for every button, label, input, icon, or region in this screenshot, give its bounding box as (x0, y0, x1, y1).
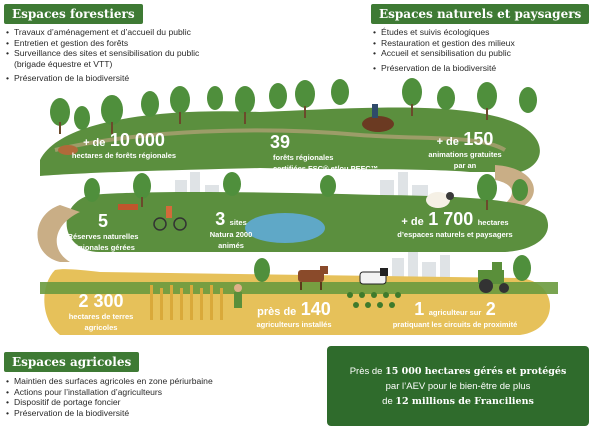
stat-caption: sites (229, 218, 247, 227)
stat-animations: + de 150 animations gratuites par an (420, 130, 510, 170)
stat-caption: d’espaces naturels et paysagers (397, 230, 513, 239)
stat-value: 2 300 (78, 291, 124, 311)
top-road-band (40, 107, 540, 176)
summary-box: Près de 15 000 hectares gérés et protégé… (327, 346, 589, 426)
agricoles-list: Maintien des surfaces agricoles en zone … (6, 376, 306, 418)
bench-icon (118, 204, 138, 210)
stat-value: 10 000 (109, 130, 165, 150)
tractor-icon (478, 262, 509, 293)
list-item: Accueil et sensibilisation du public (373, 48, 593, 59)
list-item: Maintien des surfaces agricoles en zone … (6, 376, 306, 387)
stat-caption: par an (453, 161, 477, 170)
stat-caption: régionales gérées (71, 243, 135, 252)
list-item: Préservation de la biodiversité (6, 408, 306, 419)
stat-value: 1 (414, 299, 425, 319)
naturels-title: Espaces naturels et paysagers (371, 4, 590, 24)
pond-icon (245, 213, 325, 243)
stat-value: 5 (97, 211, 108, 231)
stat-value: 39 (270, 132, 291, 152)
stat-caption: hectares (477, 218, 509, 227)
stat-caption: agriculteur sur (428, 308, 482, 317)
horse-rider-icon (362, 104, 394, 132)
list-item: Surveillance des sites et sensibilisatio… (6, 48, 226, 69)
stat-caption: agriculteurs installés (256, 320, 332, 329)
stat-reserves: 5 Réserves naturelles régionales gérées (58, 212, 148, 252)
sheep-icon (426, 192, 454, 208)
list-item: Actions pour l’installation d’agriculteu… (6, 387, 306, 398)
stat-prefix: + de (401, 216, 424, 228)
tree-icon (50, 78, 537, 282)
summary-highlight: 15 000 hectares gérés et protégés (385, 366, 567, 377)
stat-certif: 39 forêts régionales certifiées FSC® et/… (270, 133, 400, 173)
stat-value: 150 (463, 129, 494, 149)
summary-text: Près de (349, 366, 386, 377)
stat-caption: animés (218, 241, 244, 250)
stat-caption: animations gratuites (428, 150, 502, 159)
forestiers-title: Espaces forestiers (4, 4, 143, 24)
naturels-list: Études et suivis écologiques Restauratio… (373, 27, 593, 73)
stat-value: 3 (215, 209, 226, 229)
stat-caption: Natura 2000 (209, 230, 253, 239)
stat-prefix: + de (83, 137, 106, 149)
agricoles-title: Espaces agricoles (4, 352, 140, 372)
summary-text: par l’AEV pour le bien-être de plus (385, 381, 531, 392)
cow-icon (298, 266, 388, 290)
stat-agriculteurs: près de 140 agriculteurs installés (254, 300, 334, 329)
cyclist-icon (153, 206, 187, 231)
stat-caption: hectares de forêts régionales (71, 151, 177, 160)
list-item: Travaux d’aménagement et d’accueil du pu… (6, 27, 226, 38)
deer-icon (58, 145, 78, 155)
list-item: Entretien et gestion des forêts (6, 38, 226, 49)
stat-caption: forêts régionales (273, 153, 334, 162)
stat-caption: agricoles (84, 323, 118, 332)
list-item: Préservation de la biodiversité (373, 63, 593, 74)
stat-prefix: + de (436, 136, 459, 148)
summary-text: de (382, 396, 396, 407)
stat-naturels: + de 1 700 hectares d’espaces naturels e… (385, 210, 525, 239)
stat-caption: hectares de terres (68, 312, 134, 321)
farmer-icon (234, 284, 242, 308)
list-item: Dispositif de portage foncier (6, 397, 306, 408)
stat-caption: Réserves naturelles (67, 232, 139, 241)
summary-highlight: 12 millions de Franciliens (395, 396, 534, 407)
stat-prefix: près de (257, 306, 297, 318)
list-item: Préservation de la biodiversité (6, 73, 226, 84)
stat-caption: certifiées FSC® et/ou PEFC™ (273, 164, 379, 173)
stat-forets: + de 10 000 hectares de forêts régionale… (44, 131, 204, 160)
stat-value: 1 700 (428, 209, 474, 229)
forestiers-list: Travaux d’aménagement et d’accueil du pu… (6, 27, 226, 84)
wheat-icon (150, 285, 223, 320)
list-item: Études et suivis écologiques (373, 27, 593, 38)
stat-caption: pratiquant les circuits de proximité (392, 320, 518, 329)
stat-value: 2 (485, 299, 496, 319)
list-item: Restauration et gestion des milieux (373, 38, 593, 49)
stat-natura: 3 sites Natura 2000 animés (196, 210, 266, 250)
stat-terres: 2 300 hectares de terres agricoles (56, 292, 146, 332)
stat-circuits: 1 agriculteur sur 2 pratiquant les circu… (380, 300, 530, 329)
stat-value: 140 (300, 299, 331, 319)
